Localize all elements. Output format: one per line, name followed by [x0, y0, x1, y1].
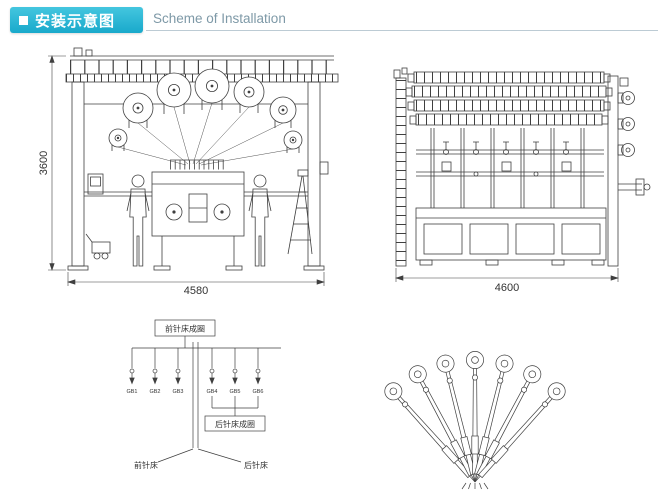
guide-arm-5	[474, 354, 514, 483]
header-rule	[146, 30, 658, 31]
control-panel	[87, 173, 104, 195]
side-view-structure	[393, 67, 651, 282]
front-bed-label: 前针床	[134, 460, 158, 470]
page-title-zh: 安装示意图	[35, 12, 116, 30]
back-bed-leader	[197, 448, 242, 463]
guide-arm-4	[466, 351, 484, 482]
dimension-depth	[394, 268, 620, 282]
page-title-en: Scheme of Installation	[153, 11, 286, 26]
guide-bar-label-4: GB4	[206, 389, 217, 395]
top-railing	[70, 55, 334, 74]
fan-pivot-comb	[461, 482, 489, 490]
bullet-square-icon	[19, 15, 28, 25]
height-dimension-label: 3600	[38, 151, 50, 175]
dimension-width	[66, 272, 326, 286]
guide-bar-label-5: GB5	[229, 389, 240, 395]
front-bed-leader	[157, 448, 194, 463]
guide-arm-3	[436, 354, 476, 483]
step-ladder	[287, 169, 313, 255]
frame-columns	[67, 81, 329, 271]
guide-arm-7	[474, 382, 566, 483]
threading-tree	[129, 319, 281, 463]
back-bed-label: 后针床	[244, 460, 268, 470]
back-loop-label: 后针床成圈	[215, 419, 255, 429]
guide-arm-6	[474, 365, 542, 483]
guide-arm-2	[408, 365, 476, 483]
front-width-dimension-label: 4580	[184, 285, 208, 297]
back-loop-bracket	[204, 396, 266, 432]
guide-bar-label-2: GB2	[149, 389, 160, 395]
knitting-head	[84, 171, 308, 271]
front-loop-label: 前针床成圈	[165, 324, 205, 334]
guide-bar-label-6: GB6	[252, 389, 263, 395]
threading-diagram: 前针床成圈 后针床成圈 GB1 GB2 GB3 GB4 GB5 GB6 前针床 …	[126, 319, 281, 470]
creel-rack	[393, 67, 408, 267]
doffing-trolley	[85, 233, 111, 260]
side-view-drawing: 4600	[393, 67, 651, 294]
yarn-threads	[117, 102, 294, 166]
yarn-guide-comb	[170, 159, 224, 170]
beam-stack	[405, 71, 613, 126]
guide-bar-label-3: GB3	[172, 389, 183, 395]
front-view-structure	[48, 47, 339, 286]
title-box: 安装示意图	[10, 7, 143, 33]
yarn-beams	[108, 68, 303, 150]
operator-figure-left	[126, 174, 150, 267]
operator-figure-right	[248, 174, 272, 267]
guide-bar-label-1: GB1	[126, 389, 137, 395]
guide-arm-fan-drawing	[384, 351, 566, 490]
guide-bar-symbols	[129, 348, 261, 385]
machine-base	[415, 207, 607, 266]
mid-mechanism	[416, 128, 604, 208]
guide-arms	[384, 351, 566, 490]
dimension-height	[48, 55, 66, 271]
back-loop-box	[204, 415, 266, 432]
right-column	[607, 75, 651, 267]
side-width-dimension-label: 4600	[495, 282, 519, 294]
front-view-drawing: 3600 4580	[38, 47, 339, 297]
